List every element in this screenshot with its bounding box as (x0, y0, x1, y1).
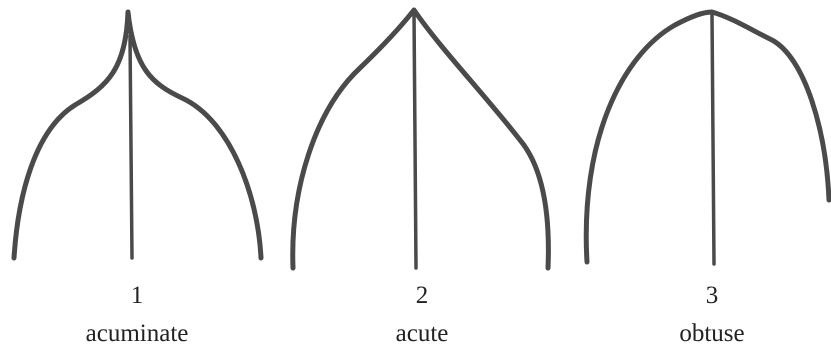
leaf-acute-outline (290, 7, 551, 271)
leaf-obtuse-number: 3 (705, 282, 719, 309)
leaf-acuminate (11, 9, 264, 261)
leaf-acute-midrib (412, 10, 418, 270)
leaf-acute-number: 2 (415, 282, 429, 309)
leaf-acuminate-midrib (128, 34, 134, 260)
leaf-obtuse (583, 9, 831, 266)
leaf-acute-label: acute (395, 320, 449, 347)
leaf-acuminate-number: 1 (130, 282, 144, 309)
leaf-obtuse-midrib (710, 12, 716, 266)
leaf-acuminate-label: acuminate (85, 320, 189, 347)
leaf-obtuse-label: obtuse (679, 320, 745, 347)
leaf-acute (290, 7, 551, 271)
leaf-acuminate-outline (11, 9, 264, 261)
leaf-obtuse-outline (583, 9, 831, 265)
